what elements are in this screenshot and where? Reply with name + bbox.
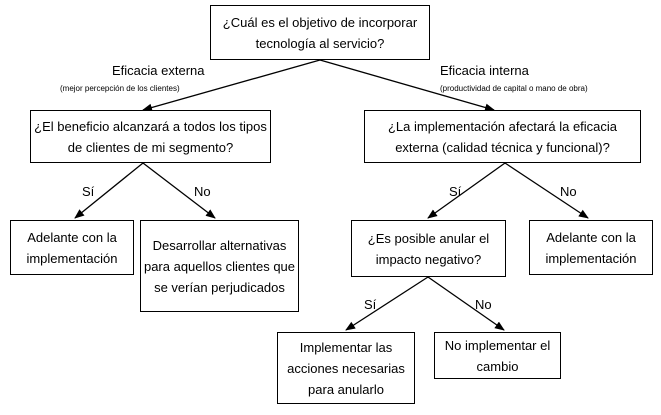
left-no-result-box: Desarrollar alternativas para aquellos c… (140, 220, 299, 312)
root-question-text: ¿Cuál es el objetivo de incorporar tecno… (222, 14, 418, 51)
external-efficacy-label: Eficacia externa (112, 63, 205, 78)
external-efficacy-note: (mejor percepción de los clientes) (60, 84, 180, 93)
right-question-text: ¿La implementación afectará la eficacia … (387, 118, 618, 155)
impact-question-text: ¿Es posible anular el impacto negativo? (367, 230, 490, 267)
left-yes-label: Sí (82, 184, 95, 199)
internal-efficacy-label: Eficacia interna (440, 63, 529, 78)
left-question-text: ¿El beneficio alcanzará a todos los tipo… (34, 118, 267, 155)
right-no-result-text: Adelante con la implementación (545, 229, 637, 266)
left-yes-result-text: Adelante con la implementación (26, 229, 118, 266)
impact-question-box: ¿Es posible anular el impacto negativo? (351, 220, 506, 277)
right-no-result-box: Adelante con la implementación (529, 220, 653, 275)
edge-root-left (142, 59, 321, 112)
root-question-box: ¿Cuál es el objetivo de incorporar tecno… (210, 5, 430, 60)
edge-left-no (142, 162, 216, 219)
internal-efficacy-note: (productividad de capital o mano de obra… (440, 84, 588, 93)
right-no-label: No (560, 184, 577, 199)
edge-mid-no (427, 276, 505, 331)
edge-mid-yes (345, 276, 429, 331)
left-yes-result-box: Adelante con la implementación (10, 220, 134, 275)
edge-left-yes (74, 162, 144, 219)
edge-root-right (319, 59, 495, 112)
impact-no-label: No (475, 297, 492, 312)
bottom-yes-result-box: Implementar las acciones necesarias para… (277, 332, 415, 404)
left-question-box: ¿El beneficio alcanzará a todos los tipo… (30, 110, 271, 163)
bottom-yes-result-text: Implementar las acciones necesarias para… (287, 339, 405, 397)
left-no-label: No (194, 184, 211, 199)
bottom-no-result-text: No implementar el cambio (444, 337, 551, 374)
bottom-no-result-box: No implementar el cambio (434, 332, 561, 379)
right-question-box: ¿La implementación afectará la eficacia … (364, 110, 641, 163)
impact-yes-label: Sí (364, 297, 377, 312)
right-yes-label: Sí (449, 184, 462, 199)
edge-right-yes (427, 162, 506, 219)
edge-right-no (504, 162, 589, 219)
left-no-result-text: Desarrollar alternativas para aquellos c… (143, 237, 296, 295)
